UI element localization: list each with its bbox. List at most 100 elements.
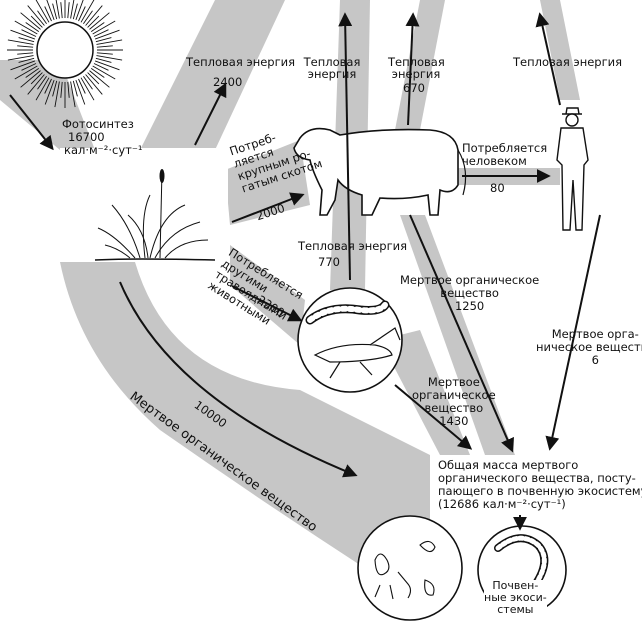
arrow-human-dead	[545, 214, 601, 451]
sun-ray	[27, 5, 45, 26]
human-icon	[556, 107, 589, 231]
sun-ray	[55, 0, 60, 19]
arrow-cattle-dead	[409, 214, 514, 453]
sun-ray	[96, 55, 123, 61]
cattle-heat-label: Тепловая энергия	[302, 56, 362, 80]
plant-heat-title: Тепловая энергия	[186, 55, 296, 69]
sun-ray	[92, 65, 116, 80]
caterpillar-icon	[305, 300, 390, 325]
grazers-dead-value: 1430	[439, 414, 469, 428]
sun-ray	[18, 57, 35, 63]
human-dead-line-1: Мертвое орга-	[551, 327, 639, 341]
sun-ray	[60, 81, 63, 98]
sun-ray	[90, 68, 105, 78]
band-human-heat	[540, 0, 580, 100]
sun-ray	[83, 10, 93, 25]
sun-ray	[90, 22, 105, 32]
sun-ray	[30, 15, 43, 28]
grazers-dead-line-1: Мертвое	[427, 375, 480, 389]
plant-heat-label: Тепловая энергия	[186, 56, 295, 69]
sun-ray	[72, 3, 78, 20]
plant-heat-value: 2400	[213, 75, 243, 89]
sun-ray	[89, 70, 110, 88]
sun-ray	[94, 60, 120, 71]
arrow-human-heat	[535, 12, 561, 106]
cattle-heat-value: 670	[403, 81, 425, 95]
sun-ray	[70, 81, 76, 108]
cattle-dead-line-1: Мертвое органическое	[400, 273, 540, 287]
band-plant-heat	[140, 0, 285, 150]
arrow-grazer-heat	[338, 12, 353, 281]
cattle-dead-label: Мертвое органическое вещество 1250	[400, 274, 539, 313]
sun-ray	[92, 20, 116, 35]
arrow-plant-heat	[194, 82, 227, 146]
sun-ray	[96, 45, 113, 48]
sun-ray	[93, 63, 109, 71]
soil-line-2: ные экоси-	[484, 591, 547, 604]
human-dead-label: Мертвое орга- ническое вещество 6	[536, 328, 642, 367]
sun-ray	[37, 10, 47, 25]
sun-ray	[35, 77, 50, 101]
flow-arrows	[9, 12, 601, 531]
sun-ray	[80, 77, 95, 101]
total-dead-line-1: Общая масса мертвого	[438, 458, 579, 472]
sun-ray	[21, 29, 37, 37]
sun-ray	[10, 29, 36, 40]
sun-ray	[95, 37, 112, 43]
band-plant-to-grazers	[230, 245, 305, 345]
sun-ray	[44, 78, 52, 94]
sun-ray	[67, 2, 70, 19]
sun-ray	[85, 74, 103, 95]
arrow-plant-to-cattle	[231, 192, 305, 223]
sun-ray	[80, 0, 95, 23]
grazers-dead-line-3: вещество	[424, 401, 484, 415]
grazers-dead-label: Мертвое органическое вещество 1430	[412, 376, 496, 428]
total-dead-line-4: (12686 кал·м⁻²·сут⁻¹)	[438, 497, 566, 511]
arrow-dead-organic	[119, 281, 358, 478]
sun-ray	[96, 52, 113, 55]
sun-ray	[44, 6, 52, 22]
cattle-dead-value: 1250	[454, 299, 485, 313]
band-cattle-dead	[400, 215, 515, 455]
arrow-plant-to-grazers	[231, 285, 303, 322]
arrow-photosynthesis	[9, 94, 54, 151]
cow-icon	[293, 127, 467, 216]
sun-ray	[54, 81, 60, 108]
sun-ray	[85, 5, 103, 26]
cattle-dead-line-2: вещество	[440, 286, 499, 300]
cattle-heat-title: Тепловая энергия	[303, 55, 361, 81]
photosynthesis-value: 16700	[68, 130, 105, 144]
sun-ray	[25, 68, 40, 78]
sun-ray	[17, 52, 34, 55]
sun-ray	[75, 79, 86, 105]
band-photosynthesis	[0, 60, 95, 150]
sun-ray	[20, 70, 41, 88]
human-consumption-value: 80	[490, 181, 505, 195]
grazer-heat-bottom-label: Тепловая энергия	[298, 239, 408, 253]
total-dead-mass-label: Общая масса мертвого органического вещес…	[438, 459, 642, 511]
sun-ray	[87, 15, 100, 28]
sun-ray	[75, 0, 84, 21]
sun-icon	[7, 0, 123, 108]
human-heat-label: Тепловая энергия	[513, 56, 622, 69]
soil-ecosystem-label: Почвен- ные экоси- стемы	[484, 580, 547, 616]
sun-ray	[94, 29, 120, 40]
grass-icon	[60, 148, 228, 261]
band-plant-to-cattle	[225, 140, 310, 225]
grazers-dead-line-2: органическое	[412, 388, 496, 402]
total-dead-line-3: пающего в почвенную экосистему	[438, 484, 642, 498]
sun-ray	[78, 78, 86, 94]
sun-ray	[30, 72, 43, 85]
photosynthesis-label: Фотосинтез 16700 кал·м⁻²·сут⁻¹	[62, 118, 143, 157]
soil-line-1: Почвен-	[492, 579, 539, 592]
sun-ray	[20, 12, 41, 30]
sun-ray	[70, 0, 75, 19]
photosynthesis-units: кал·м⁻²·сут⁻¹	[64, 143, 143, 157]
soil-line-3: стемы	[497, 603, 534, 616]
photosynthesis-title: Фотосинтез	[62, 117, 134, 131]
sun-ray	[52, 80, 58, 97]
sun-ray	[60, 2, 63, 19]
sun-ray	[14, 65, 38, 80]
sun-ray	[37, 75, 47, 90]
